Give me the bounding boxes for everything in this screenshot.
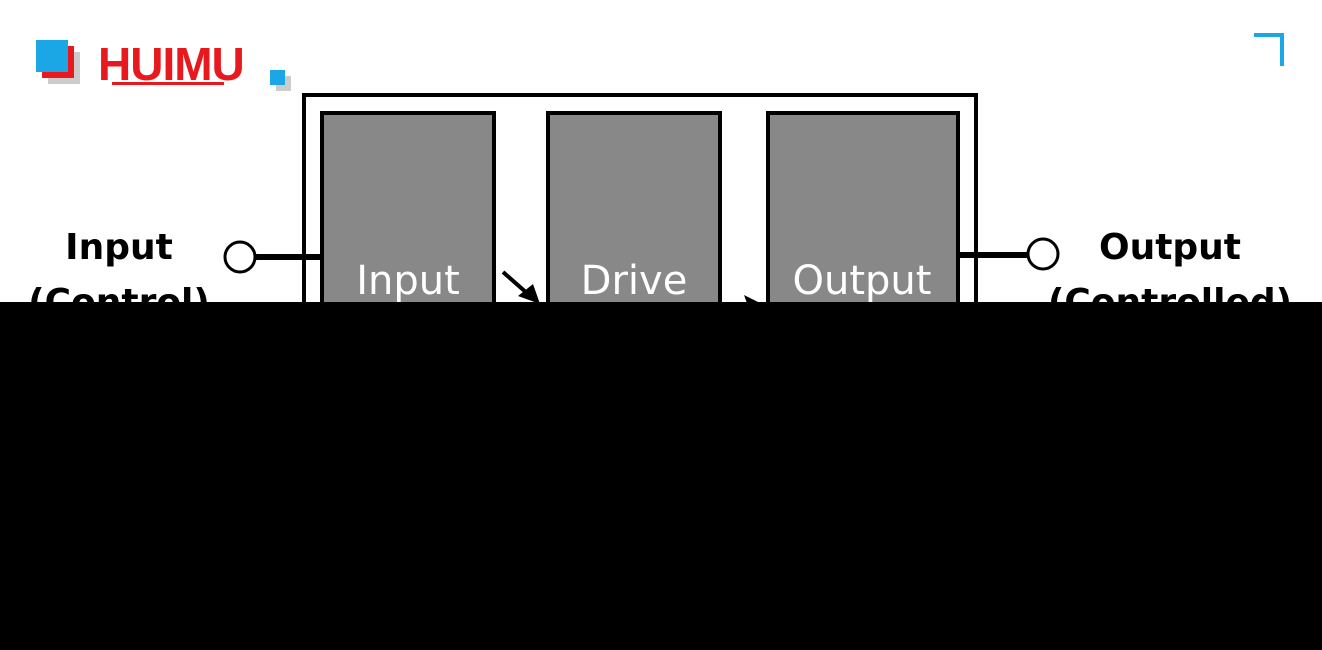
logo-small-blue-square bbox=[270, 70, 285, 85]
corner-mark bbox=[1254, 33, 1284, 66]
arrow-input-to-drive bbox=[501, 270, 540, 302]
drive-block bbox=[546, 111, 722, 302]
input-terminal-label: Input bbox=[65, 227, 173, 268]
output-terminal-label: Output bbox=[1099, 227, 1241, 268]
logo-blue-square bbox=[36, 40, 68, 72]
output-block bbox=[766, 111, 960, 302]
drive-block-label: Drive bbox=[581, 258, 688, 302]
output-terminal-icon bbox=[1026, 237, 1060, 271]
obscured-region bbox=[0, 302, 1322, 650]
arrow-drive-to-output bbox=[744, 295, 758, 302]
visible-diagram-area: HUIMU Input Drive Output bbox=[0, 0, 1322, 302]
output-terminal-sublabel: (Controlled) bbox=[1048, 282, 1292, 302]
huimu-logo: HUIMU bbox=[36, 38, 291, 91]
input-block bbox=[320, 111, 496, 302]
output-block-label: Output bbox=[793, 258, 932, 302]
input-terminal-sublabel: (Control) bbox=[28, 282, 210, 302]
relay-block-diagram: HUIMU Input Drive Output bbox=[28, 33, 1292, 302]
input-block-label: Input bbox=[356, 258, 460, 302]
outer-frame bbox=[302, 93, 978, 302]
logo-underline bbox=[112, 82, 224, 85]
logo-text: HUIMU bbox=[98, 38, 244, 90]
input-terminal-icon bbox=[223, 240, 257, 274]
